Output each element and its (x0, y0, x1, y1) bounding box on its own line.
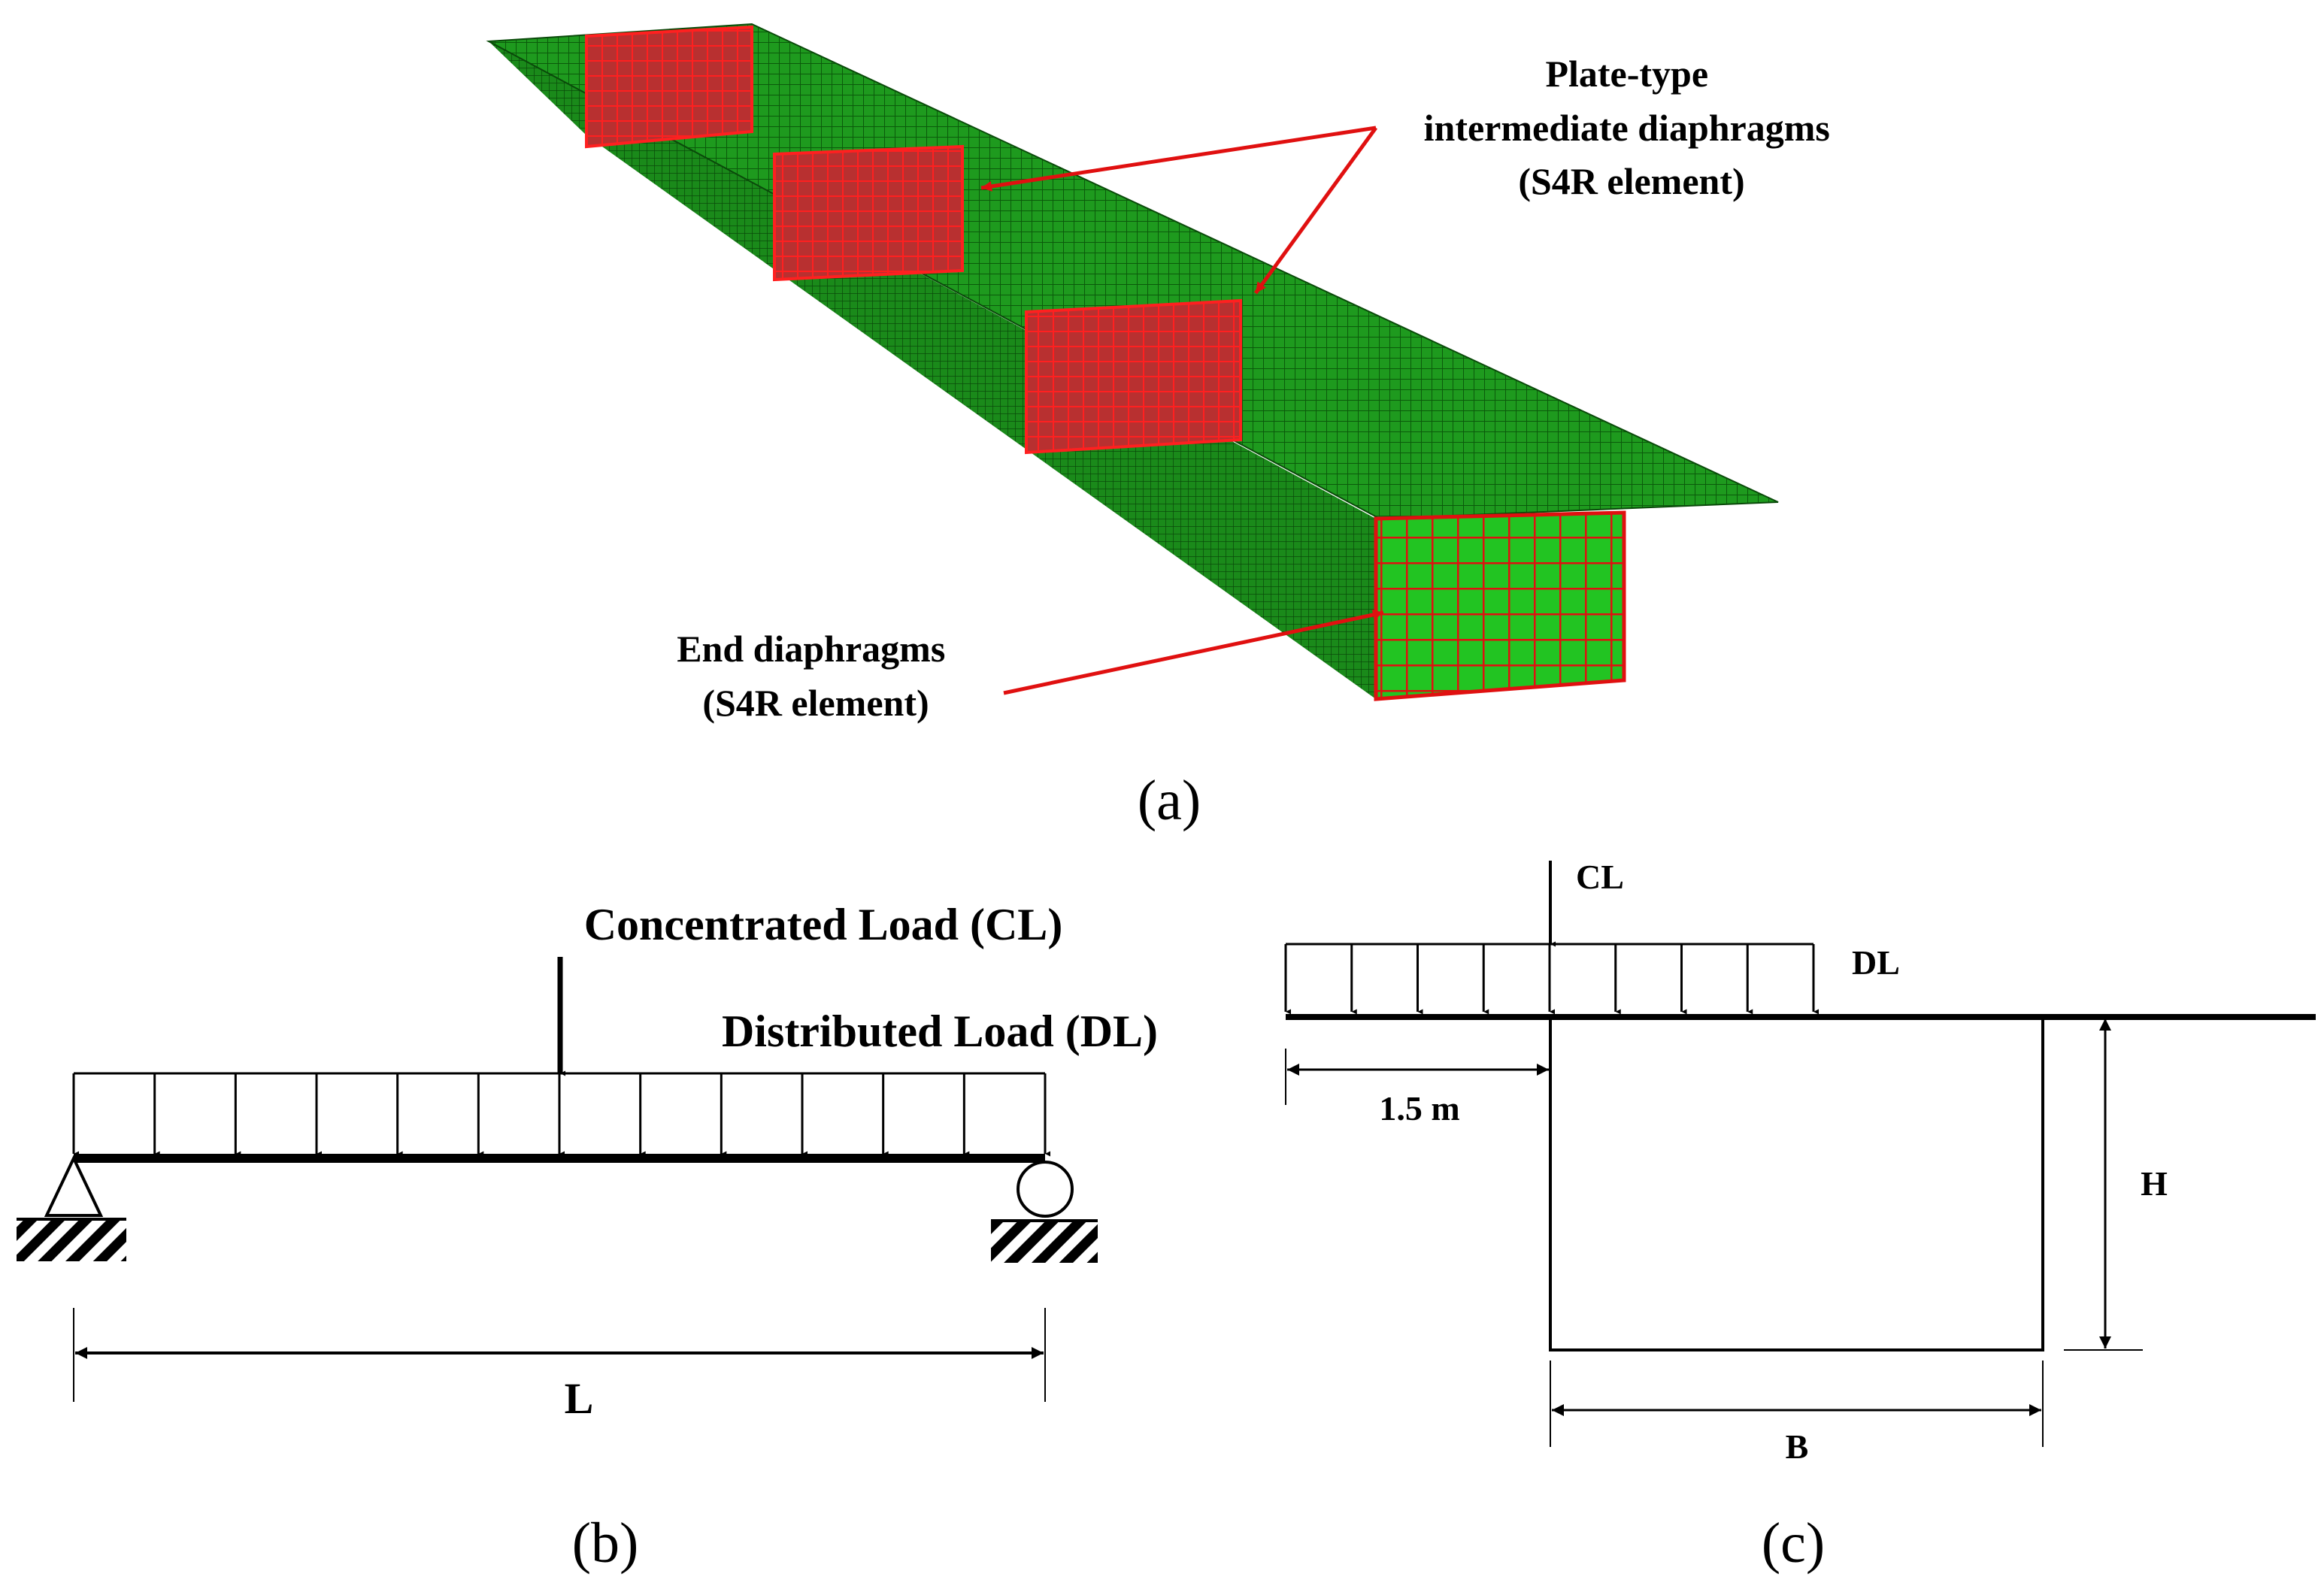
width-label: B (1786, 1427, 1809, 1466)
pin-support (44, 1155, 104, 1217)
caption-a: (a) (1138, 769, 1201, 832)
roller-support (1017, 1161, 1074, 1218)
roller-support-ground (991, 1221, 1098, 1263)
box-section (1549, 1015, 2044, 1351)
callout-intermediate-line1: Plate-type (1545, 53, 1708, 95)
pin-support-ground (17, 1219, 126, 1261)
concentrated-load-label: Concentrated Load (CL) (584, 900, 1063, 949)
cl-label: CL (1576, 858, 1624, 896)
leader-to-diaphragm-2 (980, 126, 1377, 192)
callout-end-line2: (S4R element) (702, 682, 929, 724)
intermediate-diaphragm-3 (1025, 298, 1242, 455)
dl-label: DL (1852, 943, 1900, 982)
distributed-load-arrow-group (72, 1073, 1050, 1157)
girder-web-mesh (489, 41, 1376, 699)
panel-b: Concentrated Load (CL) Distributed Load … (17, 900, 1158, 1575)
offset-label: 1.5 m (1379, 1089, 1459, 1127)
callout-end-line1: End diaphragms (677, 628, 945, 670)
distributed-load-arrow-group-c (1284, 944, 1819, 1015)
panel-c: CL DL 1.5 m H B (c) (1284, 858, 2316, 1575)
leader-to-diaphragm-3 (1253, 126, 1378, 295)
distributed-load-label: Distributed Load (DL) (722, 1006, 1158, 1056)
intermediate-diaphragm-1 (585, 25, 753, 149)
intermediate-diaphragm-2 (773, 144, 964, 282)
end-diaphragm (1374, 510, 1626, 701)
span-label: L (565, 1374, 594, 1423)
caption-c: (c) (1762, 1512, 1825, 1575)
leader-to-end-diaphragm (1003, 610, 1384, 695)
callout-intermediate-line3: (S4R element) (1518, 160, 1744, 202)
callout-intermediate: Plate-type intermediate diaphragms (S4R … (1424, 53, 1840, 202)
caption-b: (b) (572, 1512, 639, 1575)
height-label: H (2141, 1164, 2168, 1203)
panel-a: Plate-type intermediate diaphragms (S4R … (486, 23, 1840, 832)
callout-end: End diaphragms (S4R element) (677, 628, 955, 724)
callout-intermediate-line2: intermediate diaphragms (1424, 107, 1830, 149)
